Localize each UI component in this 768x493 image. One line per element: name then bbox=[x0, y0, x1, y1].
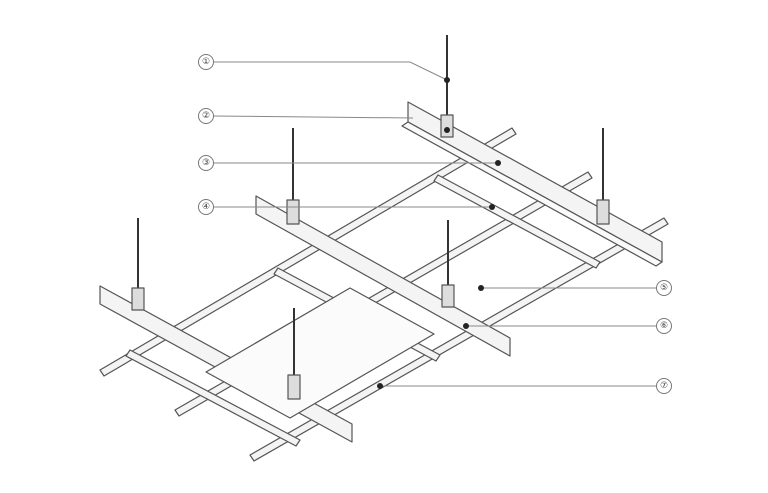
access-panel bbox=[205, 287, 435, 419]
callout-target-dots bbox=[377, 77, 501, 389]
callout-7: ⑦ bbox=[656, 378, 672, 394]
leader-lines bbox=[213, 61, 656, 387]
callout-4: ④ bbox=[198, 199, 214, 215]
callout-1: ① bbox=[198, 54, 214, 70]
callout-6: ⑥ bbox=[656, 318, 672, 334]
cross-tee-runners bbox=[99, 127, 669, 462]
callout-5: ⑤ bbox=[656, 280, 672, 296]
callout-2: ② bbox=[198, 108, 214, 124]
callout-3: ③ bbox=[198, 155, 214, 171]
hanger-clips bbox=[131, 114, 610, 400]
